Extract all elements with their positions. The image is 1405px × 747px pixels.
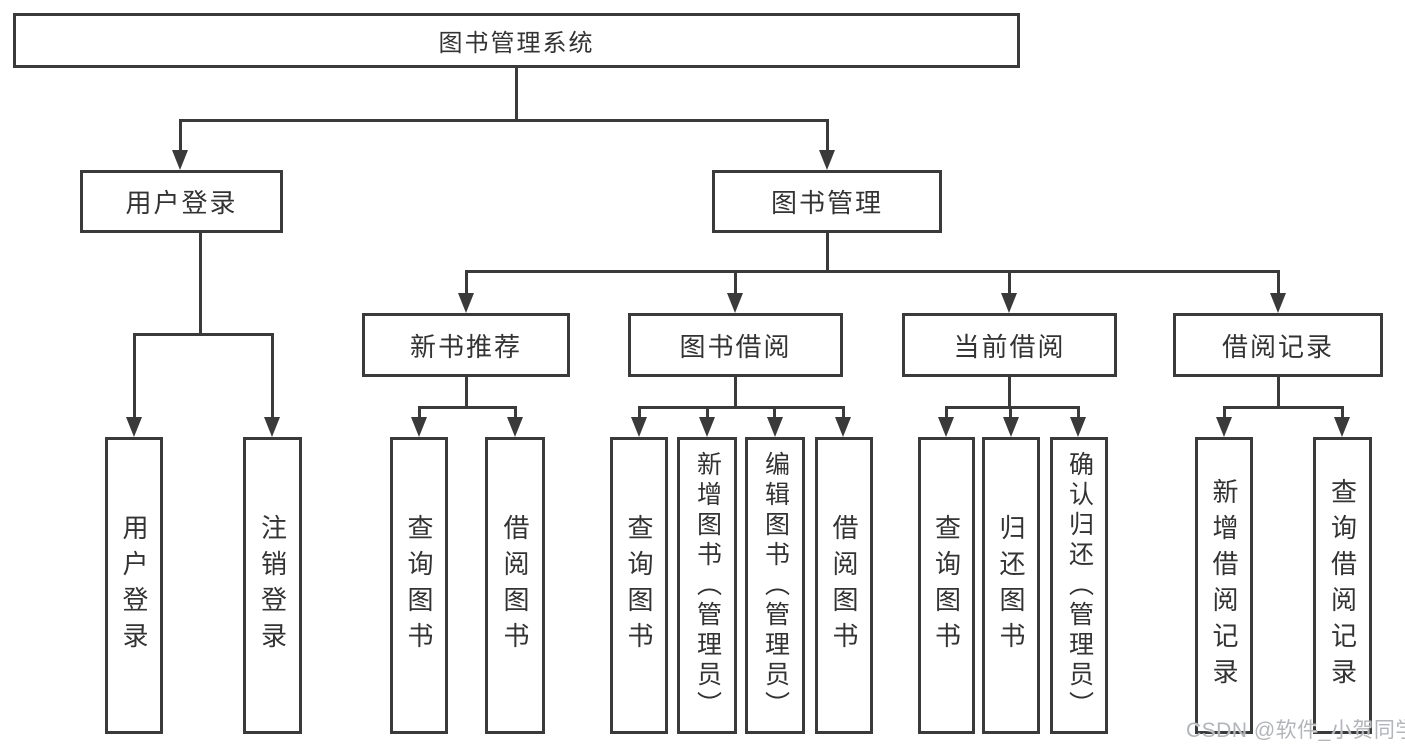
node-label: 图书借阅 <box>679 331 792 362</box>
connector <box>418 406 421 420</box>
connector <box>638 406 845 409</box>
leaf-query-books-borrow: 查询图书 <box>610 437 668 734</box>
connector <box>1008 270 1011 296</box>
connector <box>179 119 829 122</box>
arrowhead-down-icon <box>1270 293 1286 313</box>
leaf-borrow-books: 借阅图书 <box>815 437 873 734</box>
connector <box>199 231 202 336</box>
connector <box>945 406 1080 409</box>
connector <box>638 406 641 420</box>
arrowhead-down-icon <box>264 417 280 437</box>
leaf-edit-book-admin: 编辑图书（管理员） <box>745 437 805 734</box>
node-label: 新书推荐 <box>409 331 522 362</box>
connector <box>826 119 829 153</box>
connector <box>1009 406 1012 420</box>
node-label: 图书管理 <box>770 188 883 218</box>
connector <box>706 406 709 420</box>
leaf-return-books: 归还图书 <box>982 437 1040 734</box>
arrowhead-down-icon <box>458 293 474 313</box>
connector <box>465 270 468 296</box>
connector <box>1223 406 1344 409</box>
connector <box>514 406 517 420</box>
connector <box>1223 406 1226 420</box>
connector <box>465 375 468 408</box>
arrowhead-down-icon <box>699 417 715 437</box>
node-label: 用户登录 <box>125 188 238 218</box>
node-book-borrowing: 图书借阅 <box>628 313 843 377</box>
connector <box>773 406 776 420</box>
arrowhead-down-icon <box>1003 417 1019 437</box>
leaf-user-login: 用户登录 <box>105 437 163 734</box>
node-library-management-system: 图书管理系统 <box>13 13 1020 68</box>
connector <box>1341 406 1344 420</box>
arrowhead-down-icon <box>938 417 954 437</box>
node-book-management: 图书管理 <box>712 170 942 233</box>
connector <box>465 270 1280 273</box>
connector <box>945 406 948 420</box>
node-user-login: 用户登录 <box>80 170 283 233</box>
arrowhead-down-icon <box>1216 417 1232 437</box>
connector <box>271 333 274 419</box>
node-label: 当前借阅 <box>953 331 1066 362</box>
connector <box>418 406 517 409</box>
arrowhead-down-icon <box>172 150 188 170</box>
connector <box>1277 375 1280 408</box>
connector <box>133 333 274 336</box>
arrowhead-down-icon <box>819 150 835 170</box>
leaf-query-books-current: 查询图书 <box>918 437 975 734</box>
node-label: 借阅记录 <box>1221 331 1334 362</box>
node-label: 图书管理系统 <box>438 30 595 57</box>
arrowhead-down-icon <box>1001 293 1017 313</box>
connector <box>842 406 845 420</box>
arrowhead-down-icon <box>631 417 647 437</box>
arrowhead-down-icon <box>727 293 743 313</box>
leaf-query-borrow-record: 查询借阅记录 <box>1313 437 1372 734</box>
connector <box>133 333 136 419</box>
leaf-logout: 注销登录 <box>243 437 302 734</box>
leaf-confirm-return-admin: 确认归还（管理员） <box>1050 437 1108 734</box>
leaf-query-books-recommend: 查询图书 <box>390 437 448 734</box>
node-borrowing-records: 借阅记录 <box>1173 313 1383 377</box>
arrowhead-down-icon <box>835 417 851 437</box>
connector <box>734 270 737 296</box>
arrowhead-down-icon <box>507 417 523 437</box>
arrowhead-down-icon <box>126 417 142 437</box>
leaf-add-borrow-record: 新增借阅记录 <box>1195 437 1253 734</box>
connector <box>515 66 518 122</box>
connector <box>1077 406 1080 420</box>
arrowhead-down-icon <box>411 417 427 437</box>
watermark: CSDN @软件_小贺同学 <box>1186 719 1405 742</box>
leaf-add-book-admin: 新增图书（管理员） <box>677 437 737 734</box>
arrowhead-down-icon <box>767 417 783 437</box>
node-new-book-recommendation: 新书推荐 <box>362 313 570 377</box>
arrowhead-down-icon <box>1334 417 1350 437</box>
connector <box>179 119 182 153</box>
connector <box>1277 270 1280 296</box>
connector <box>826 231 829 273</box>
node-current-borrowing: 当前借阅 <box>902 313 1117 377</box>
arrowhead-down-icon <box>1070 417 1086 437</box>
leaf-borrow-books-recommend: 借阅图书 <box>485 437 545 734</box>
connector <box>1008 375 1011 408</box>
connector <box>734 375 737 408</box>
